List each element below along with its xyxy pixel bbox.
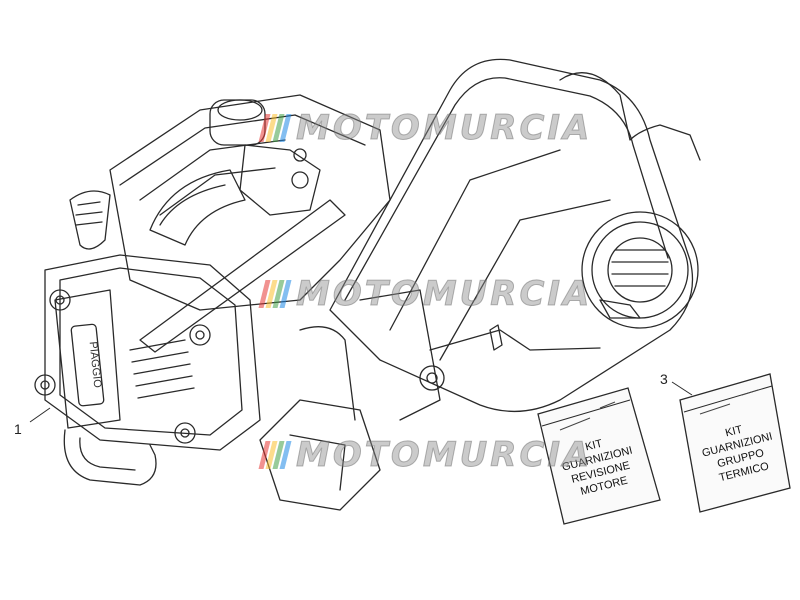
kit1-line-1: KIT <box>584 438 604 454</box>
watermark-color-bars <box>258 441 292 469</box>
watermark: MOTOMURCIA <box>258 108 593 149</box>
engine-cover-logo: PIAGGIO <box>87 341 104 389</box>
watermark-color-bars <box>258 114 292 142</box>
watermark-color-bars <box>258 280 292 308</box>
watermark-text: MOTOMURCIA <box>295 274 593 315</box>
watermark: MOTOMURCIA <box>258 274 593 315</box>
callout-1-leader <box>29 407 51 423</box>
watermark-text: MOTOMURCIA <box>295 435 593 476</box>
kit3-line-1: KIT <box>724 424 744 440</box>
gasket-kit-thermal-group: KIT GUARNIZIONI GRUPPO TERMICO <box>679 373 791 513</box>
callout-3-leader <box>671 381 693 396</box>
callout-3: 3 <box>660 371 668 387</box>
watermark: MOTOMURCIA <box>258 435 593 476</box>
watermark-text: MOTOMURCIA <box>295 108 593 149</box>
gasket-kit-engine-overhaul: KIT GUARNIZIONI REVISIONE MOTORE <box>537 387 661 525</box>
callout-1: 1 <box>14 421 22 437</box>
engine-assembly-drawing <box>34 58 701 511</box>
